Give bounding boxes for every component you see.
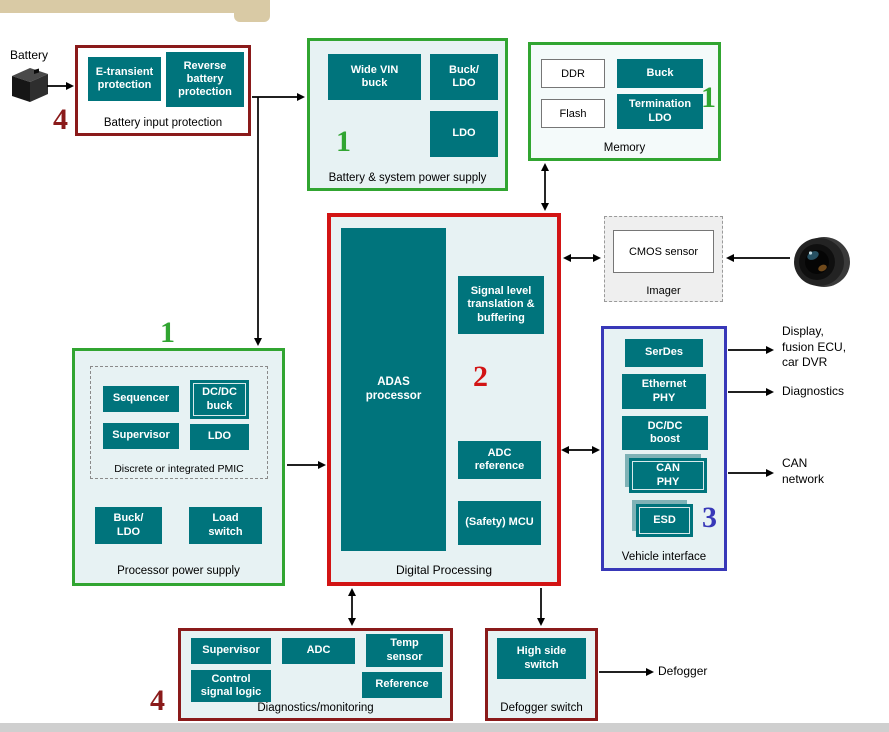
system-power-panel: Wide VIN buck Buck/ LDO LDO 1 Battery & … xyxy=(307,38,508,191)
sequencer-block[interactable]: Sequencer xyxy=(103,386,179,412)
group-number-1-processor-power: 1 xyxy=(160,316,175,349)
arrow-digital-vehicle-bidirectional xyxy=(561,446,600,454)
camera-lens-icon xyxy=(794,237,850,287)
ldo-block[interactable]: LDO xyxy=(430,111,498,157)
digital-processing-panel: ADAS processor Signal level translation … xyxy=(327,213,561,586)
vehicle-interface-panel: SerDes Ethernet PHY DC/DC boost CAN PHY … xyxy=(601,326,727,571)
ddr-block: DDR xyxy=(541,59,605,88)
arrow-switch-to-defogger xyxy=(599,668,654,676)
arrow-supply-to-digital xyxy=(287,461,326,469)
ethernet-phy-block[interactable]: Ethernet PHY xyxy=(622,374,706,409)
pmic-title: Discrete or integrated PMIC xyxy=(114,463,244,475)
dcdc-boost-block[interactable]: DC/DC boost xyxy=(622,416,708,450)
processor-buck-ldo-block[interactable]: Buck/ LDO xyxy=(95,507,162,544)
arrow-power-to-processor-supply xyxy=(254,97,262,346)
imager-panel: CMOS sensor Imager xyxy=(604,216,723,302)
processor-power-title: Processor power supply xyxy=(117,565,240,577)
arrow-digital-diagnostics-bidirectional xyxy=(348,588,356,626)
e-transient-protection-block[interactable]: E-transient protection xyxy=(88,57,161,101)
safety-mcu-block[interactable]: (Safety) MCU xyxy=(458,501,541,545)
pmic-supervisor-block[interactable]: Supervisor xyxy=(103,423,179,449)
diagnostics-out-label: Diagnostics xyxy=(782,384,845,398)
arrow-digital-to-defogger-switch xyxy=(537,588,545,626)
battery-label: Battery xyxy=(10,48,49,62)
defogger-out-label: Defogger xyxy=(658,664,708,678)
pmic-ldo-block[interactable]: LDO xyxy=(190,424,249,450)
memory-panel: DDR Flash Buck Termination LDO 1 Memory xyxy=(528,42,721,161)
reference-block[interactable]: Reference xyxy=(362,672,442,698)
cmos-sensor-block: CMOS sensor xyxy=(613,230,714,273)
arrow-memory-digital-bidirectional xyxy=(541,163,549,211)
battery-icon xyxy=(12,68,48,102)
top-edge-tab xyxy=(234,0,270,22)
can-network-label: CAN network xyxy=(782,456,825,486)
defogger-switch-title: Defogger switch xyxy=(500,702,583,714)
battery-input-protection-title: Battery input protection xyxy=(103,117,223,129)
high-side-switch-block[interactable]: High side switch xyxy=(497,638,586,679)
buck-ldo-block[interactable]: Buck/ LDO xyxy=(430,54,498,100)
memory-title: Memory xyxy=(603,142,646,154)
group-number-3-vehicle: 3 xyxy=(702,501,717,534)
flash-block: Flash xyxy=(541,99,605,128)
arrow-ethernet-to-diagnostics xyxy=(728,388,774,396)
memory-buck-block[interactable]: Buck xyxy=(617,59,703,88)
display-ecu-dvr-label: Display, fusion ECU, car DVR xyxy=(782,324,847,370)
serdes-block[interactable]: SerDes xyxy=(625,339,703,367)
adas-processor-block[interactable]: ADAS processor xyxy=(341,228,446,551)
arrow-canphy-to-network xyxy=(728,469,774,477)
wide-vin-buck-block[interactable]: Wide VIN buck xyxy=(328,54,421,100)
group-number-2-digital: 2 xyxy=(473,360,488,393)
group-number-1-memory: 1 xyxy=(701,81,716,114)
group-number-4-battery: 4 xyxy=(53,103,68,136)
defogger-switch-panel: High side switch Defogger switch xyxy=(485,628,598,721)
arrow-lens-to-imager xyxy=(726,254,790,262)
digital-processing-title: Digital Processing xyxy=(395,563,493,577)
top-edge-decoration xyxy=(0,0,258,13)
adc-reference-block[interactable]: ADC reference xyxy=(458,441,541,479)
load-switch-block[interactable]: Load switch xyxy=(189,507,262,544)
diagnostics-monitoring-panel: Supervisor ADC Temp sensor Control signa… xyxy=(178,628,453,721)
vehicle-interface-title: Vehicle interface xyxy=(621,551,707,563)
can-phy-block[interactable]: CAN PHY xyxy=(629,458,707,493)
arrow-imager-digital-bidirectional xyxy=(563,254,601,262)
processor-power-panel: Sequencer Supervisor DC/DC buck LDO Disc… xyxy=(72,348,285,586)
arrow-serdes-to-display xyxy=(728,346,774,354)
reverse-battery-protection-block[interactable]: Reverse battery protection xyxy=(166,52,244,107)
system-power-title: Battery & system power supply xyxy=(328,172,487,184)
pmic-group: Sequencer Supervisor DC/DC buck LDO Disc… xyxy=(90,366,268,479)
group-number-1-system-power: 1 xyxy=(336,125,351,158)
bottom-edge-decoration xyxy=(0,723,889,732)
imager-title: Imager xyxy=(646,285,681,297)
diag-supervisor-block[interactable]: Supervisor xyxy=(191,638,271,664)
temp-sensor-block[interactable]: Temp sensor xyxy=(366,634,443,667)
signal-translation-block[interactable]: Signal level translation & buffering xyxy=(458,276,544,334)
adc-block[interactable]: ADC xyxy=(282,638,355,664)
dcdc-buck-block[interactable]: DC/DC buck xyxy=(190,380,249,419)
group-number-4-diagnostics: 4 xyxy=(150,684,165,717)
control-signal-logic-block[interactable]: Control signal logic xyxy=(191,670,271,702)
arrow-protection-to-system-power xyxy=(252,93,305,101)
battery-input-protection-panel: E-transient protection Reverse battery p… xyxy=(75,45,251,136)
diagnostics-monitoring-title: Diagnostics/monitoring xyxy=(257,702,374,714)
esd-block[interactable]: ESD xyxy=(636,504,693,537)
termination-ldo-block[interactable]: Termination LDO xyxy=(617,94,703,129)
